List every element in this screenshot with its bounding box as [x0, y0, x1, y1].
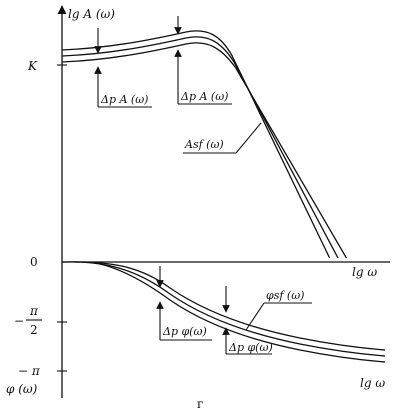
label-dpa-1: Δp A (ω): [100, 93, 148, 106]
annotation-phisf: φsf (ω): [245, 289, 312, 331]
tick-label-minus-half-pi: − π 2: [14, 304, 42, 337]
tick-label-minus-pi: − π: [18, 364, 41, 378]
tick-pi-numerator: π: [29, 304, 39, 318]
annotation-dpphi-1: Δp φ(ω): [156, 266, 212, 341]
tick-label-zero: 0: [30, 255, 38, 269]
axes: [57, 5, 390, 398]
annotation-dpphi-2: Δp φ(ω): [222, 286, 273, 355]
figure-caption: г: [197, 397, 203, 411]
tick-pi-denominator: 2: [30, 323, 38, 337]
label-dpa-2: Δp A (ω): [180, 90, 228, 103]
annotation-dpa-2: Δp A (ω): [174, 16, 232, 105]
phase-curve-nominal: [73, 261, 386, 357]
amplitude-curve-lower: [61, 42, 347, 259]
x-axis-title-bottom: lg ω: [360, 376, 385, 390]
label-dpphi-2: Δp φ(ω): [228, 341, 273, 354]
label-phisf: φsf (ω): [266, 289, 304, 302]
leader-asf: [235, 122, 262, 154]
y-axis-title-bottom: φ (ω): [6, 382, 38, 396]
phase-curve-upper: [61, 261, 386, 351]
y-axis-title-top: lg A (ω): [68, 7, 115, 21]
x-axis-title-mid: lg ω: [352, 265, 377, 279]
label-dpphi-1: Δp φ(ω): [162, 325, 207, 338]
annotation-dpa-1: Δp A (ω): [94, 28, 152, 108]
leader-phisf: [245, 302, 265, 331]
annotation-asf: Asf (ω): [183, 122, 262, 154]
phase-curves: [61, 261, 386, 363]
tick-label-k: K: [27, 59, 38, 73]
tick-pi-sign: −: [14, 314, 24, 328]
label-asf: Asf (ω): [184, 138, 224, 151]
